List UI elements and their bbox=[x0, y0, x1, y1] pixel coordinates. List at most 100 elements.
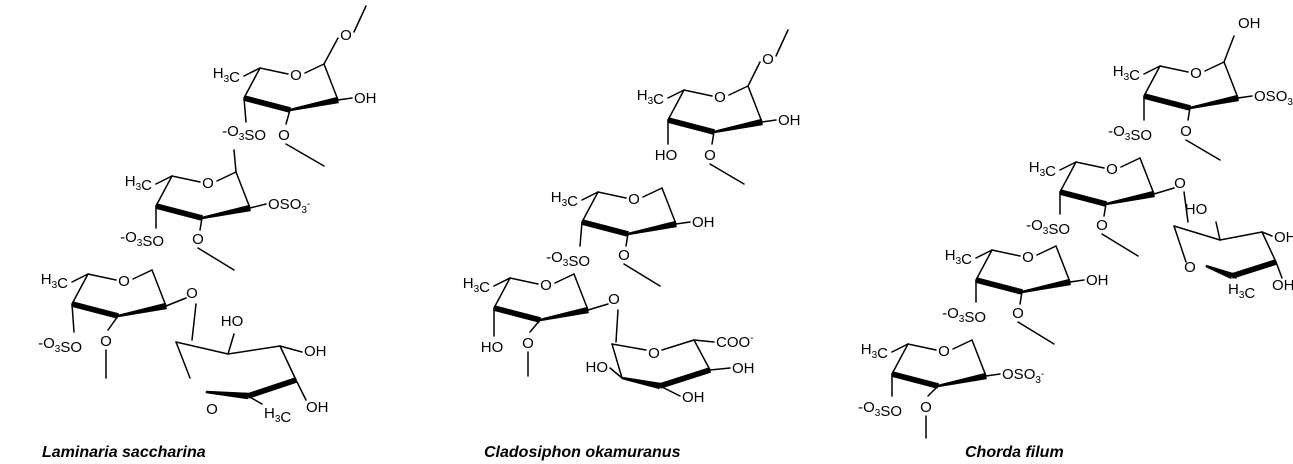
bond bbox=[285, 109, 291, 125]
bond bbox=[573, 273, 589, 311]
bond bbox=[581, 191, 599, 201]
ring-oxygen-label: O bbox=[628, 191, 640, 208]
bond bbox=[667, 89, 685, 121]
bond bbox=[87, 273, 117, 281]
methyl-label: H3C bbox=[41, 271, 68, 292]
glycosidic-oxygen: O bbox=[192, 231, 204, 248]
bond bbox=[623, 263, 661, 287]
bond bbox=[675, 221, 691, 225]
bold-bond bbox=[1189, 94, 1239, 110]
bond bbox=[285, 143, 325, 167]
glycosidic-oxygen: O bbox=[1180, 123, 1192, 140]
bond bbox=[337, 97, 353, 101]
bond bbox=[709, 163, 745, 185]
methyl-label: H3C bbox=[551, 189, 578, 210]
bond bbox=[907, 343, 937, 351]
hydroxyl-label: OH bbox=[692, 214, 715, 231]
methyl-label: H3C bbox=[463, 275, 490, 296]
bond bbox=[775, 29, 789, 57]
glycosidic-oxygen: O bbox=[278, 127, 290, 144]
bold-bond bbox=[117, 302, 167, 318]
bond bbox=[235, 171, 251, 209]
ring-oxygen-label: O bbox=[206, 401, 218, 418]
hydroxyl-label: HO bbox=[481, 339, 504, 356]
bond bbox=[891, 343, 909, 375]
sulfate-label: -O3SO bbox=[38, 335, 82, 356]
glycosidic-oxygen: O bbox=[618, 247, 630, 264]
bond bbox=[761, 119, 777, 123]
methyl-label: H3C bbox=[637, 87, 664, 108]
bond bbox=[611, 343, 623, 379]
bond bbox=[581, 191, 599, 223]
hydroxyl-label: HO bbox=[221, 313, 244, 330]
methyl-label: H3C bbox=[1113, 63, 1140, 84]
bond bbox=[227, 345, 281, 355]
sulfate-label: -O3SO bbox=[222, 123, 266, 144]
hydroxyl-label: OH bbox=[1274, 229, 1293, 246]
bond bbox=[71, 303, 75, 333]
ring-2: O H3C bbox=[551, 187, 677, 237]
bond bbox=[1075, 161, 1105, 169]
bold-bond bbox=[289, 96, 339, 112]
bond bbox=[509, 277, 539, 285]
bold-bond bbox=[205, 390, 249, 400]
bond bbox=[952, 339, 973, 350]
bond bbox=[295, 379, 307, 401]
bold-bond bbox=[937, 372, 987, 388]
bond bbox=[625, 233, 629, 247]
ring-oxygen-label: O bbox=[202, 175, 214, 192]
bond bbox=[71, 273, 89, 305]
bold-bond bbox=[246, 377, 298, 399]
bond bbox=[667, 89, 685, 99]
bond bbox=[1261, 231, 1273, 237]
sulfate-label: OSO3- bbox=[1254, 88, 1293, 108]
ring-oxygen-label: O bbox=[118, 273, 130, 290]
bond bbox=[597, 191, 627, 199]
bond bbox=[1275, 261, 1283, 279]
ring-oxygen-label: O bbox=[938, 343, 950, 360]
bond bbox=[747, 61, 761, 87]
hydroxyl-label: OH bbox=[354, 90, 377, 107]
methoxy-oxygen: O bbox=[100, 333, 112, 350]
bond bbox=[1017, 321, 1055, 345]
bond bbox=[927, 385, 939, 397]
bond bbox=[1183, 191, 1189, 223]
bond bbox=[243, 67, 261, 99]
bond bbox=[1219, 231, 1263, 241]
bond bbox=[1143, 65, 1161, 75]
bold-bond bbox=[71, 301, 119, 319]
bond bbox=[683, 89, 713, 97]
bond bbox=[243, 97, 247, 123]
hydroxyl-label: OH bbox=[682, 389, 705, 406]
glycosidic-oxygen: O bbox=[608, 291, 620, 308]
ring-oxygen-label: O bbox=[648, 345, 660, 362]
bond bbox=[642, 187, 663, 198]
bond bbox=[975, 249, 993, 281]
bond bbox=[1120, 157, 1141, 168]
glycosidic-oxygen: O bbox=[1096, 217, 1108, 234]
ring-3: O H3C bbox=[41, 269, 167, 319]
carboxylate-label: COO- bbox=[716, 333, 754, 351]
bond bbox=[554, 273, 575, 284]
bond bbox=[709, 367, 731, 371]
bond bbox=[243, 67, 261, 77]
bold-bond bbox=[658, 367, 712, 389]
bold-bond bbox=[539, 306, 589, 322]
chorda-filum-structure: OH3COHOSO3--O3SOOOH3CO-O3SOOOH3COH-O3SOO… bbox=[858, 15, 1293, 439]
bold-bond bbox=[155, 203, 203, 221]
hydroxyl-label: OH bbox=[1086, 272, 1109, 289]
sulfate-label: -O3SO bbox=[546, 249, 590, 270]
glycosidic-oxygen: O bbox=[1012, 305, 1024, 322]
sulfate-label: OSO3- bbox=[1002, 366, 1044, 386]
glycosidic-oxygen: O bbox=[1174, 175, 1186, 192]
bond bbox=[165, 297, 187, 307]
methyl-label: H3C bbox=[1228, 281, 1255, 302]
bond bbox=[227, 333, 235, 355]
hydroxyl-label: HO bbox=[655, 147, 678, 164]
bond bbox=[1055, 245, 1071, 283]
bond bbox=[1069, 279, 1085, 283]
